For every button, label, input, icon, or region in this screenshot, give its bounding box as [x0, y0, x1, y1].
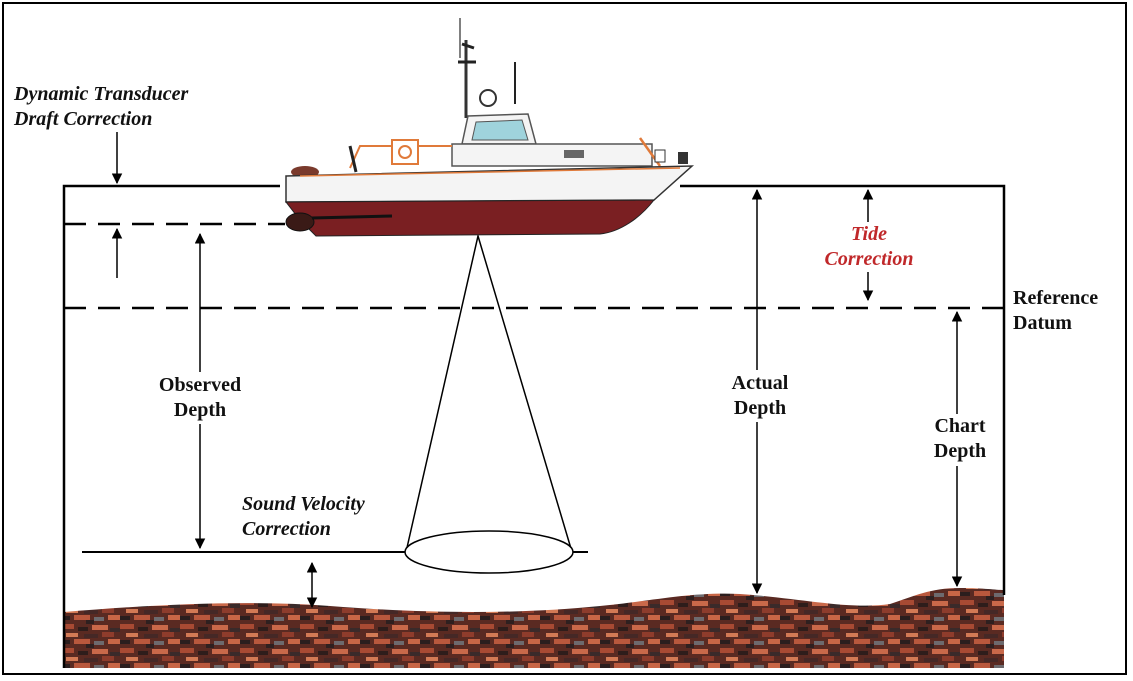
draft-correction-label: Dynamic Transducer Draft Correction [14, 83, 189, 130]
sound-velocity-correction-label: Sound Velocity Correction [242, 493, 365, 540]
survey-boat [284, 18, 695, 237]
life-ring-box [391, 139, 419, 165]
sonar-beam [405, 233, 573, 553]
transducer [285, 212, 315, 232]
water-surface-line [62, 184, 280, 668]
observed-depth-label: Observed Depth [158, 374, 242, 421]
radar-dome [479, 89, 497, 107]
seabed [64, 588, 1004, 668]
wheelhouse-window [471, 119, 529, 141]
reference-datum-label: Reference Datum [1013, 287, 1099, 334]
chart-depth-label: Chart Depth [933, 415, 987, 462]
sonar-footprint [404, 530, 574, 574]
actual-depth-label: Actual Depth [731, 372, 789, 419]
tide-correction-label: Tide Correction [824, 223, 914, 270]
hull-bottom [284, 199, 656, 237]
water-surface-line-right [680, 184, 1006, 595]
